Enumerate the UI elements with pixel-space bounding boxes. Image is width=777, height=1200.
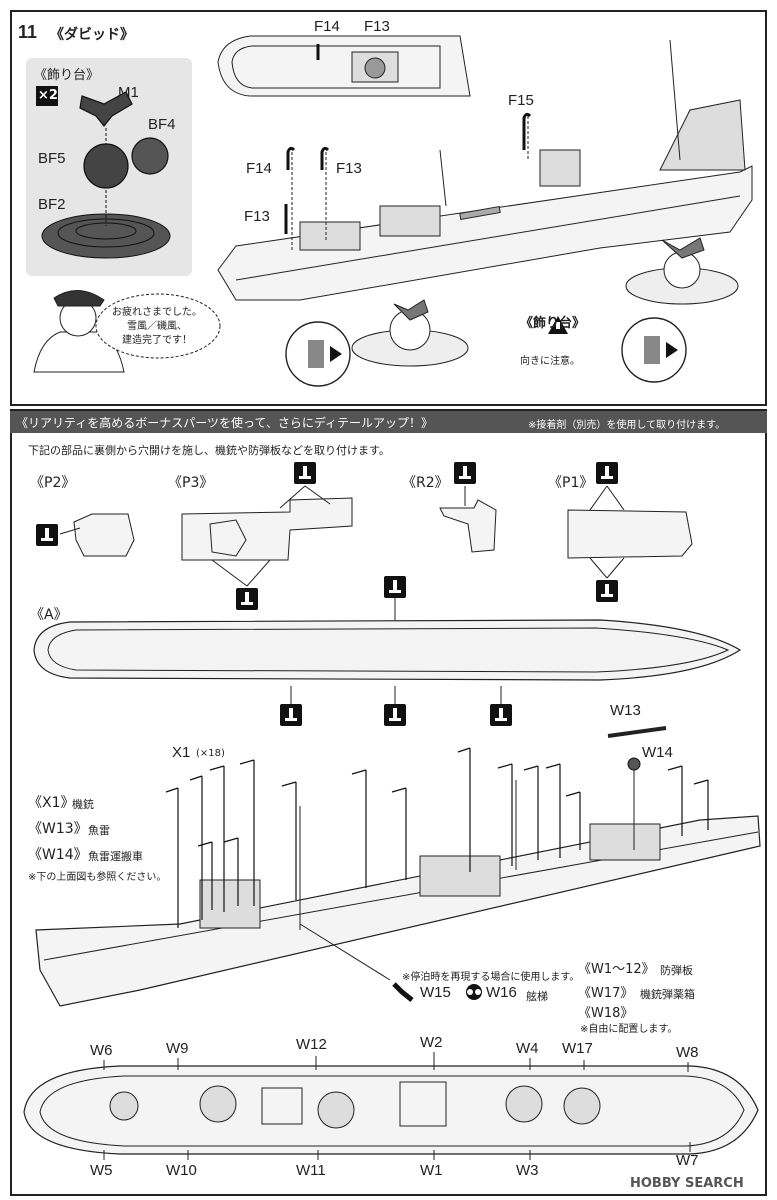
- legend-note: ※下の上面図も参照ください。: [28, 872, 167, 883]
- drill-marker: [294, 462, 316, 484]
- w16-label: W16: [486, 984, 517, 1001]
- bonus-header-note: ※接着剤（別売）を使用して取り付けます。: [528, 420, 726, 431]
- plan-label-w3: W3: [516, 1162, 539, 1179]
- right-legend-w18-code: 《W18》: [578, 1006, 634, 1021]
- x1-count: (×18): [196, 748, 225, 759]
- watermark: HOBBY SEARCH: [630, 1176, 744, 1191]
- multiplier-text: ×2: [38, 88, 58, 103]
- w15-label: W15: [420, 984, 451, 1001]
- part-label-f14-top: F14: [314, 18, 340, 35]
- drill-marker: [596, 462, 618, 484]
- group-r2: 《R2》: [402, 475, 449, 491]
- plan-label-w2: W2: [420, 1034, 443, 1051]
- part-label-f15: F15: [508, 92, 534, 109]
- part-label-bf4: BF4: [148, 116, 176, 133]
- part-label-f13-side: F13: [336, 160, 362, 177]
- plan-label-w8: W8: [676, 1044, 699, 1061]
- w14-label: W14: [642, 744, 673, 761]
- stand-note: 向きに注意。: [520, 356, 580, 367]
- group-p2: 《P2》: [30, 475, 76, 491]
- stand-box-title: 《飾り台》: [34, 68, 100, 83]
- bonus-header-bar: 《リアリティを高めるボーナスパーツを使って、さらにディテールアップ！》 ※接着剤…: [10, 411, 767, 433]
- step-number: 11: [18, 22, 38, 42]
- drill-marker: [236, 588, 258, 610]
- legend-x1-name: 機銃: [72, 798, 94, 811]
- plan-label-w10: W10: [166, 1162, 197, 1179]
- mooring-note: ※停泊時を再現する場合に使用します。: [402, 972, 580, 983]
- plan-label-w7: W7: [676, 1152, 699, 1169]
- plan-label-w11: W11: [296, 1162, 326, 1179]
- x1-label: X1: [172, 744, 191, 761]
- part-label-f13-lower: F13: [244, 208, 270, 225]
- step-title: 《ダビッド》: [50, 26, 134, 42]
- drill-marker: [384, 704, 406, 726]
- plan-label-w5: W5: [90, 1162, 113, 1179]
- group-p1: 《P1》: [548, 475, 594, 491]
- legend-w13-code: 《W13》: [28, 821, 88, 837]
- bonus-header: 《リアリティを高めるボーナスパーツを使って、さらにディテールアップ！》: [16, 416, 434, 430]
- plan-label-w12: W12: [296, 1036, 327, 1053]
- plan-label-w1: W1: [420, 1162, 443, 1179]
- group-p3: 《P3》: [168, 475, 214, 491]
- right-legend-w17-code: 《W17》: [578, 986, 634, 1001]
- drill-marker: [36, 524, 58, 546]
- drill-marker: [454, 462, 476, 484]
- stand-label: 《飾り台》: [520, 316, 586, 331]
- part-label-bf5: BF5: [38, 150, 66, 167]
- right-legend-w17-name: 機銃弾薬箱: [640, 988, 695, 1001]
- legend-w14-name: 魚雷運搬車: [88, 850, 143, 863]
- legend-w13-name: 魚雷: [88, 824, 110, 837]
- plan-label-w9: W9: [166, 1040, 189, 1057]
- plan-label-w17: W17: [562, 1040, 593, 1057]
- drill-marker: [384, 576, 406, 598]
- speech-bubble-text: お疲れさまでした。 雪風／磯風、 建造完了です！: [112, 307, 202, 346]
- legend-x1-code: 《X1》: [28, 795, 75, 811]
- plan-label-w6: W6: [90, 1042, 113, 1059]
- right-note: ※自由に配置します。: [580, 1024, 678, 1035]
- legend-w14-code: 《W14》: [28, 847, 88, 863]
- multiplier-badge: [36, 86, 58, 106]
- drill-marker: [490, 704, 512, 726]
- group-a: 《A》: [30, 607, 68, 623]
- part-label-f13-top: F13: [364, 18, 390, 35]
- drill-marker: [596, 580, 618, 602]
- w13-label: W13: [610, 702, 641, 719]
- plan-label-w4: W4: [516, 1040, 539, 1057]
- right-legend-w1-name: 防弾板: [660, 964, 693, 977]
- part-label-bf2: BF2: [38, 196, 66, 213]
- drill-marker: [280, 704, 302, 726]
- w16-name: 舷梯: [526, 990, 548, 1003]
- part-label-f14-side: F14: [246, 160, 272, 177]
- bonus-intro: 下記の部品に裏側から穴開けを施し、機銃や防弾板などを取り付けます。: [28, 444, 390, 457]
- right-legend-w1-code: 《W1～12》: [578, 962, 655, 977]
